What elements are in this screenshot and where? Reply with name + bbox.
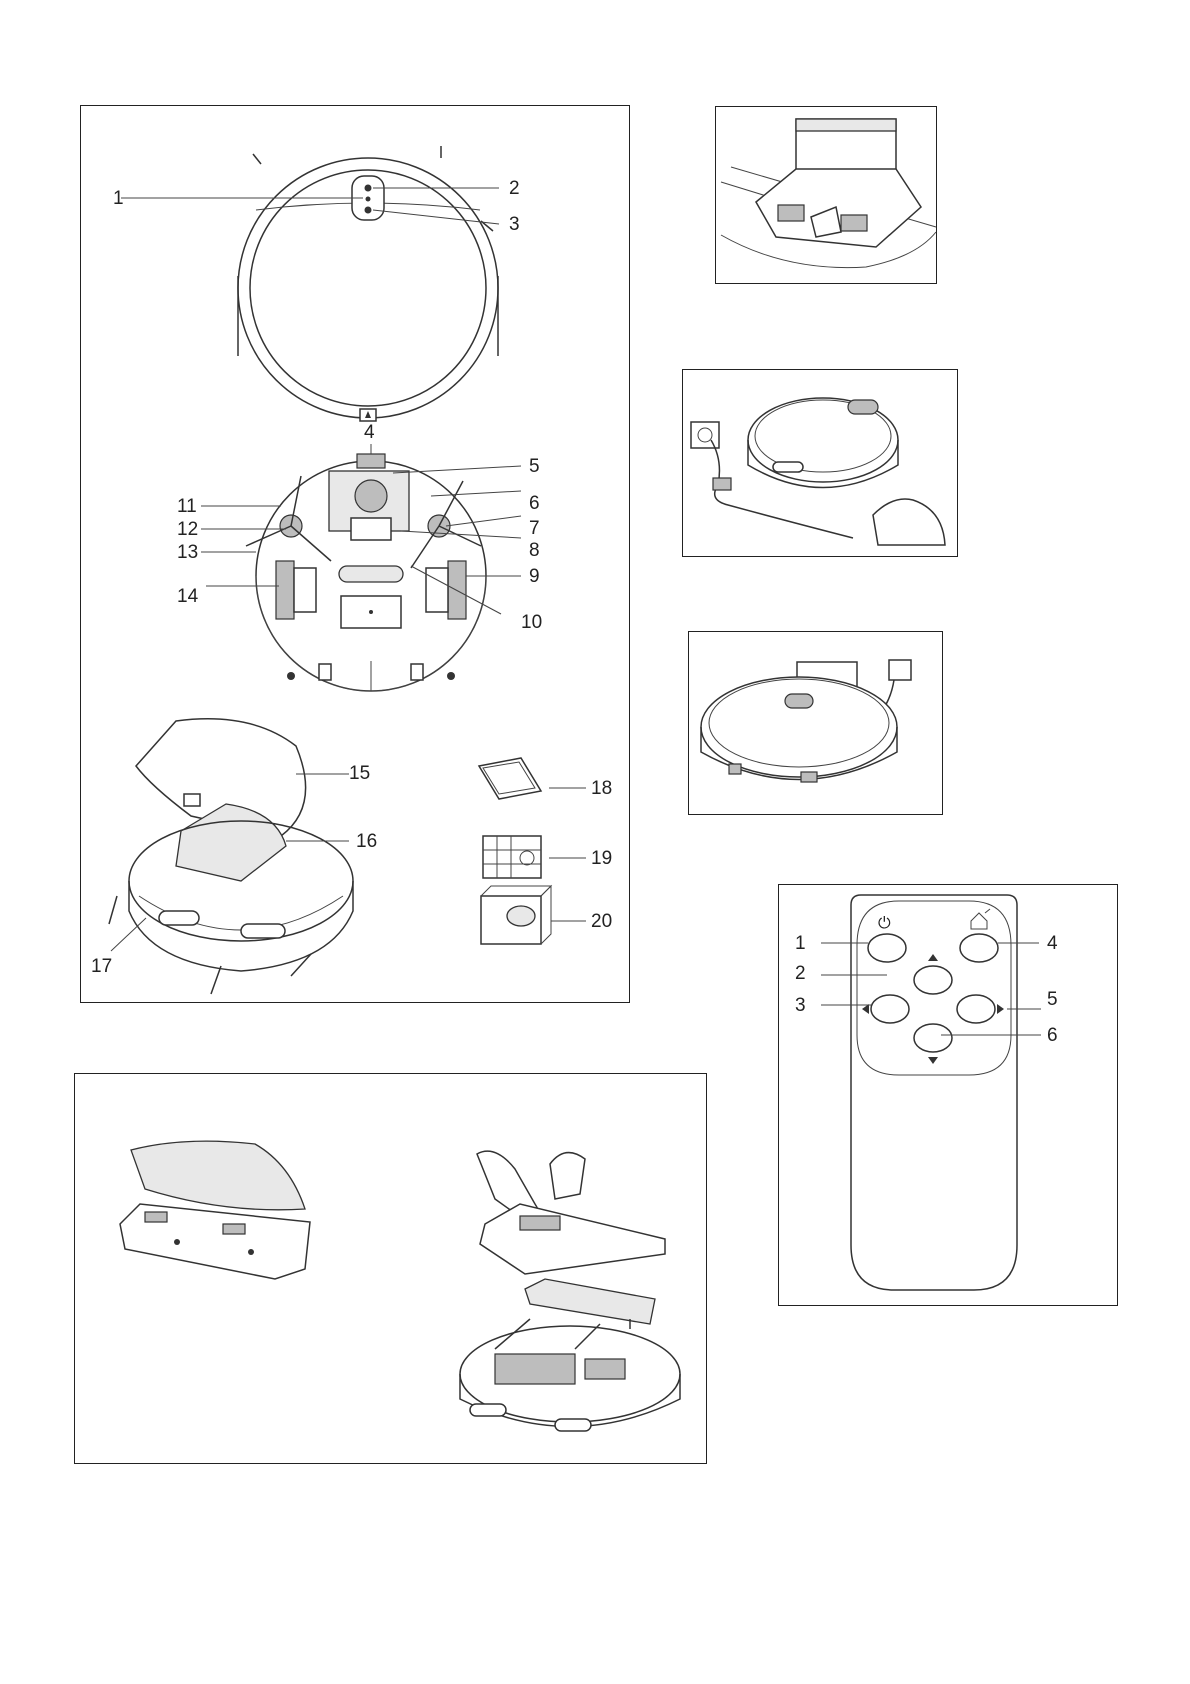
label-bottom-7: 7	[529, 518, 540, 539]
home-icon	[971, 909, 990, 929]
remote-drawing: ⏻ 1 2	[779, 885, 1119, 1307]
remote-label-5: 5	[1047, 989, 1058, 1010]
filter-parts	[479, 758, 551, 944]
remote-label-4: 4	[1047, 933, 1058, 954]
dock-placement-drawing	[716, 107, 938, 285]
label-exploded-15: 15	[349, 763, 370, 784]
remote-label-3: 3	[795, 995, 806, 1016]
remote-label-6: 6	[1047, 1025, 1058, 1046]
robot-parts-drawing: 1 2 3	[81, 106, 631, 1004]
down-arrow-icon	[928, 1057, 938, 1064]
home-button[interactable]	[960, 934, 998, 962]
label-exploded-17: 17	[91, 956, 112, 977]
label-bottom-11: 11	[177, 496, 197, 517]
label-filter-19: 19	[591, 848, 612, 869]
label-filter-20: 20	[591, 911, 612, 932]
adapter-charging-drawing	[683, 370, 959, 558]
robot-top-view	[238, 146, 498, 421]
label-top-3: 3	[509, 214, 520, 235]
robot-parts-panel: 1 2 3	[80, 105, 630, 1003]
label-bottom-5: 5	[529, 456, 540, 477]
label-bottom-6: 6	[529, 493, 540, 514]
label-bottom-14: 14	[177, 586, 199, 607]
mop-attachment-drawing	[75, 1074, 708, 1465]
power-icon: ⏻	[878, 915, 891, 932]
label-bottom-12: 12	[177, 519, 198, 540]
remote-label-1: 1	[795, 933, 806, 954]
dock-placement-panel	[715, 106, 937, 284]
forward-button[interactable]	[914, 954, 952, 994]
label-bottom-4: 4	[364, 422, 375, 443]
dock-charging-drawing	[689, 632, 944, 816]
left-button[interactable]	[862, 995, 909, 1023]
label-bottom-8: 8	[529, 540, 540, 561]
remote-label-2: 2	[795, 963, 806, 984]
label-filter-18: 18	[591, 778, 612, 799]
label-bottom-13: 13	[177, 542, 198, 563]
adapter-charging-panel	[682, 369, 958, 557]
power-button[interactable]	[868, 934, 906, 962]
label-top-1: 1	[113, 188, 124, 209]
remote-panel: ⏻ 1 2	[778, 884, 1118, 1306]
right-button[interactable]	[957, 995, 1004, 1023]
robot-exploded-view	[109, 719, 353, 994]
label-bottom-9: 9	[529, 566, 540, 587]
backward-button[interactable]	[914, 1024, 952, 1064]
right-arrow-icon	[997, 1004, 1004, 1014]
up-arrow-icon	[928, 954, 938, 961]
label-top-2: 2	[509, 178, 520, 199]
robot-bottom-view	[246, 454, 486, 691]
label-bottom-10: 10	[521, 612, 542, 633]
label-exploded-16: 16	[356, 831, 377, 852]
mop-attachment-panel	[74, 1073, 707, 1464]
dock-charging-panel	[688, 631, 943, 815]
